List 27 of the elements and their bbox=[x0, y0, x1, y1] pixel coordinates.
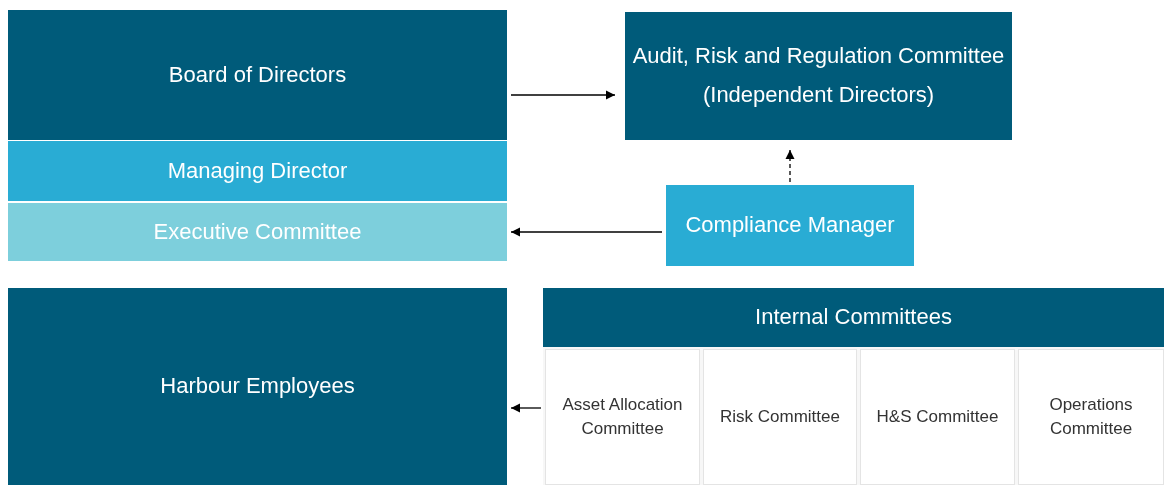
node-label: Managing Director bbox=[167, 156, 348, 185]
node-note: (Independent Directors) bbox=[702, 81, 935, 109]
node-label: Risk Committee bbox=[720, 406, 840, 429]
role-box bbox=[666, 185, 914, 266]
node-label: H&S Committee bbox=[876, 406, 999, 429]
node-label: Executive Committee bbox=[153, 217, 362, 246]
arrow bbox=[510, 227, 663, 237]
committee-panel bbox=[543, 288, 1164, 485]
committee-box bbox=[8, 203, 507, 261]
panel-heading: Internal Committees bbox=[543, 288, 1164, 347]
node-label: Asset Allocation Committee bbox=[561, 394, 684, 440]
node-label: Compliance Manager bbox=[685, 211, 895, 240]
arrow bbox=[785, 149, 795, 183]
committee-cell bbox=[703, 349, 857, 485]
role-box bbox=[8, 141, 507, 201]
node-label: Audit, Risk and Regulation Committee bbox=[632, 42, 1005, 71]
committee-cell bbox=[1018, 349, 1164, 485]
arrow bbox=[510, 90, 616, 100]
node-label: Operations Committee bbox=[1048, 394, 1134, 440]
node-label: Harbour Employees bbox=[160, 372, 355, 401]
committee-cell bbox=[545, 349, 700, 485]
committee-box bbox=[625, 12, 1012, 140]
employees-box bbox=[8, 288, 507, 485]
arrow bbox=[510, 403, 542, 413]
committee-cell bbox=[860, 349, 1015, 485]
node-label: Board of Directors bbox=[168, 60, 347, 89]
board-box bbox=[8, 10, 507, 140]
